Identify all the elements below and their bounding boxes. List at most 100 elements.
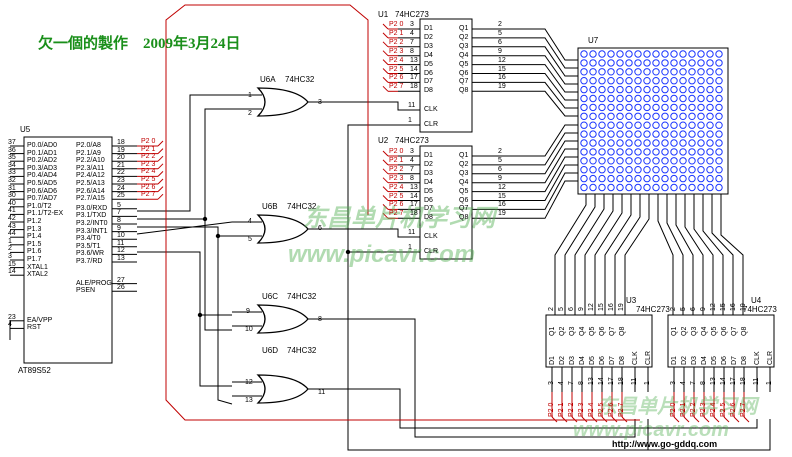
- matrix-led: [643, 157, 651, 165]
- matrix-led: [598, 59, 606, 67]
- matrix-led: [715, 103, 723, 112]
- u5-right-pin-number: 5: [117, 201, 121, 209]
- u1-to-matrix: [520, 90, 578, 117]
- matrix-led: [643, 148, 651, 156]
- u3-d-bus-entry: [611, 416, 618, 423]
- u5-p2-net-label: P2 7: [141, 191, 156, 199]
- u4-q-label: Q7: [731, 326, 738, 336]
- matrix-led: [715, 112, 723, 121]
- matrix-led: [688, 59, 696, 67]
- u3-d-label: D8: [619, 356, 626, 365]
- u3-body: [545, 314, 653, 368]
- matrix-led: [652, 112, 660, 121]
- u6b-out: 6: [318, 225, 322, 232]
- u2-to-matrix: [520, 148, 578, 184]
- matrix-led: [616, 148, 624, 156]
- u3-d-net: P2 2: [568, 402, 575, 417]
- u1-d-bus-entry: [382, 59, 389, 65]
- u5-left-pin-number: 4: [8, 321, 12, 329]
- u5-left-pin-name: P1.3: [27, 225, 42, 233]
- u3-d-net: P2 0: [548, 402, 555, 417]
- u2-part: 74HC273: [395, 136, 429, 145]
- u1-d-label: D8: [424, 87, 433, 95]
- watermark-text-2: 东昌单片机学习网: [597, 396, 757, 418]
- matrix-led: [661, 148, 669, 156]
- u4-d-pin: 14: [720, 377, 727, 385]
- u2-to-matrix: [520, 140, 578, 175]
- u3-d-net: P2 1: [558, 402, 565, 417]
- u4-q-pin: 6: [690, 307, 697, 311]
- matrix-led: [670, 130, 678, 138]
- matrix-led: [607, 157, 615, 165]
- matrix-led: [688, 103, 696, 112]
- u3-q-pin: 19: [618, 303, 625, 311]
- u2-q-pin: 6: [498, 165, 502, 173]
- matrix-led: [616, 166, 624, 174]
- drawing-title: 欠一個的製作 2009年3月24日: [38, 36, 241, 52]
- u1-to-matrix: [520, 64, 578, 93]
- matrix-led: [589, 68, 597, 76]
- u4-d-pin: 3: [670, 381, 677, 385]
- component-bodies: [23, 18, 775, 404]
- u2-d-pin: 17: [410, 201, 418, 209]
- matrix-led: [706, 85, 714, 94]
- u1-q-pin: 16: [498, 74, 506, 82]
- matrix-led: [652, 174, 660, 183]
- matrix-led: [688, 68, 696, 76]
- u4-q-label: Q3: [691, 326, 698, 336]
- u5-p2-net-label: P2 5: [141, 176, 156, 183]
- u5-left-pin-number: 30: [8, 192, 16, 200]
- matrix-led: [634, 183, 642, 192]
- u1-d-bus-entry: [382, 77, 389, 83]
- matrix-led: [670, 85, 678, 94]
- u4-body: [667, 314, 775, 368]
- u4-q-pin: 2: [670, 307, 677, 311]
- u5-left-pin-name: P1.1/T2-EX: [27, 210, 64, 218]
- u1-to-matrix: [520, 81, 578, 109]
- u1-to-matrix: [520, 73, 578, 101]
- u4-q-pin: 9: [700, 307, 707, 311]
- u6c-in2: 10: [245, 326, 253, 333]
- matrix-led: [679, 139, 687, 147]
- matrix-led: [589, 77, 597, 85]
- matrix-led: [688, 148, 696, 156]
- u2-d-net: P2 1: [389, 156, 404, 164]
- matrix-to-latch: [604, 194, 632, 315]
- u3-d-label: D1: [549, 356, 556, 365]
- matrix-to-latch: [624, 194, 650, 315]
- matrix-led: [625, 183, 633, 192]
- u5-right-pin-number: 26: [117, 284, 125, 292]
- p2-bus-entry: [157, 148, 164, 154]
- u2-d-net: P2 0: [389, 148, 404, 155]
- u2-d-bus-entry: [382, 159, 389, 166]
- matrix-to-latch: [666, 194, 684, 315]
- matrix-to-latch: [574, 194, 605, 315]
- u5-left-pin-name: P0.5/AD5: [27, 180, 57, 187]
- matrix-led: [607, 121, 615, 129]
- u2-body: [419, 145, 473, 260]
- matrix-led: [598, 94, 606, 103]
- u5-left-pin-number: 35: [8, 154, 16, 162]
- u4-d-label: D7: [731, 356, 738, 365]
- matrix-led: [643, 139, 651, 147]
- matrix-led: [616, 68, 624, 76]
- matrix-to-latch: [657, 194, 674, 315]
- p30-to-u6a: [137, 94, 232, 212]
- u3-q-pin: 2: [548, 307, 555, 311]
- matrix-led: [652, 139, 660, 147]
- matrix-led: [589, 183, 597, 192]
- matrix-led: [706, 157, 714, 165]
- main-bus-bottom: [165, 128, 640, 421]
- u2-d-pin: 14: [410, 192, 418, 200]
- matrix-led: [607, 174, 615, 183]
- matrix-led: [643, 59, 651, 67]
- matrix-led: [697, 157, 705, 165]
- matrix-led: [670, 183, 678, 192]
- matrix-led: [661, 94, 669, 103]
- u4-d-label: D8: [741, 356, 748, 365]
- u2-q-label: Q1: [459, 152, 469, 159]
- matrix-led: [706, 50, 714, 58]
- u4-d-pin: 4: [680, 381, 687, 385]
- u2-d-pin: 18: [410, 210, 418, 218]
- matrix-led: [616, 77, 624, 85]
